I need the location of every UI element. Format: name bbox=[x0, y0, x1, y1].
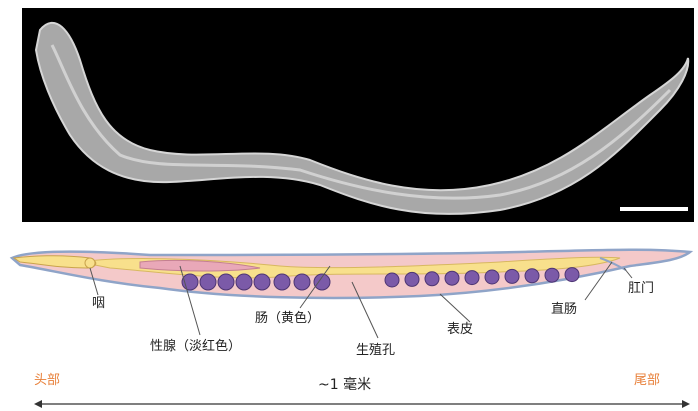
label-pharynx: 咽 bbox=[92, 296, 105, 311]
egg bbox=[236, 274, 252, 290]
length-label: ~1 毫米 bbox=[318, 376, 371, 393]
egg bbox=[445, 271, 459, 285]
head-label: 头部 bbox=[34, 373, 60, 388]
egg bbox=[294, 274, 310, 290]
label-vulva: 生殖孔 bbox=[356, 342, 395, 358]
label-rectum: 直肠 bbox=[551, 302, 577, 317]
egg bbox=[485, 270, 499, 284]
scale-row: 头部 尾部 ~1 毫米 bbox=[34, 373, 690, 408]
egg bbox=[505, 269, 519, 283]
anatomy-diagram bbox=[12, 250, 690, 298]
tail-label: 尾部 bbox=[634, 373, 660, 388]
egg bbox=[200, 274, 216, 290]
micrograph-panel bbox=[22, 8, 694, 222]
scale-arrow-right bbox=[682, 400, 690, 408]
egg bbox=[385, 273, 399, 287]
pharynx-bulb bbox=[85, 258, 95, 268]
label-anus: 肛门 bbox=[628, 281, 654, 296]
label-gonad: 性腺（淡红色） bbox=[150, 338, 241, 354]
egg bbox=[425, 272, 439, 286]
egg bbox=[465, 271, 479, 285]
label-intestine: 肠（黄色） bbox=[255, 310, 320, 326]
scale-arrow-left bbox=[34, 400, 42, 408]
egg bbox=[254, 274, 270, 290]
egg bbox=[274, 274, 290, 290]
egg bbox=[565, 268, 579, 282]
leader-anus bbox=[624, 268, 632, 278]
scale-bar bbox=[620, 207, 688, 211]
egg bbox=[525, 269, 539, 283]
leader-cuticle bbox=[440, 294, 470, 322]
label-cuticle: 表皮 bbox=[447, 322, 473, 337]
egg bbox=[218, 274, 234, 290]
egg bbox=[405, 272, 419, 286]
egg bbox=[545, 268, 559, 282]
